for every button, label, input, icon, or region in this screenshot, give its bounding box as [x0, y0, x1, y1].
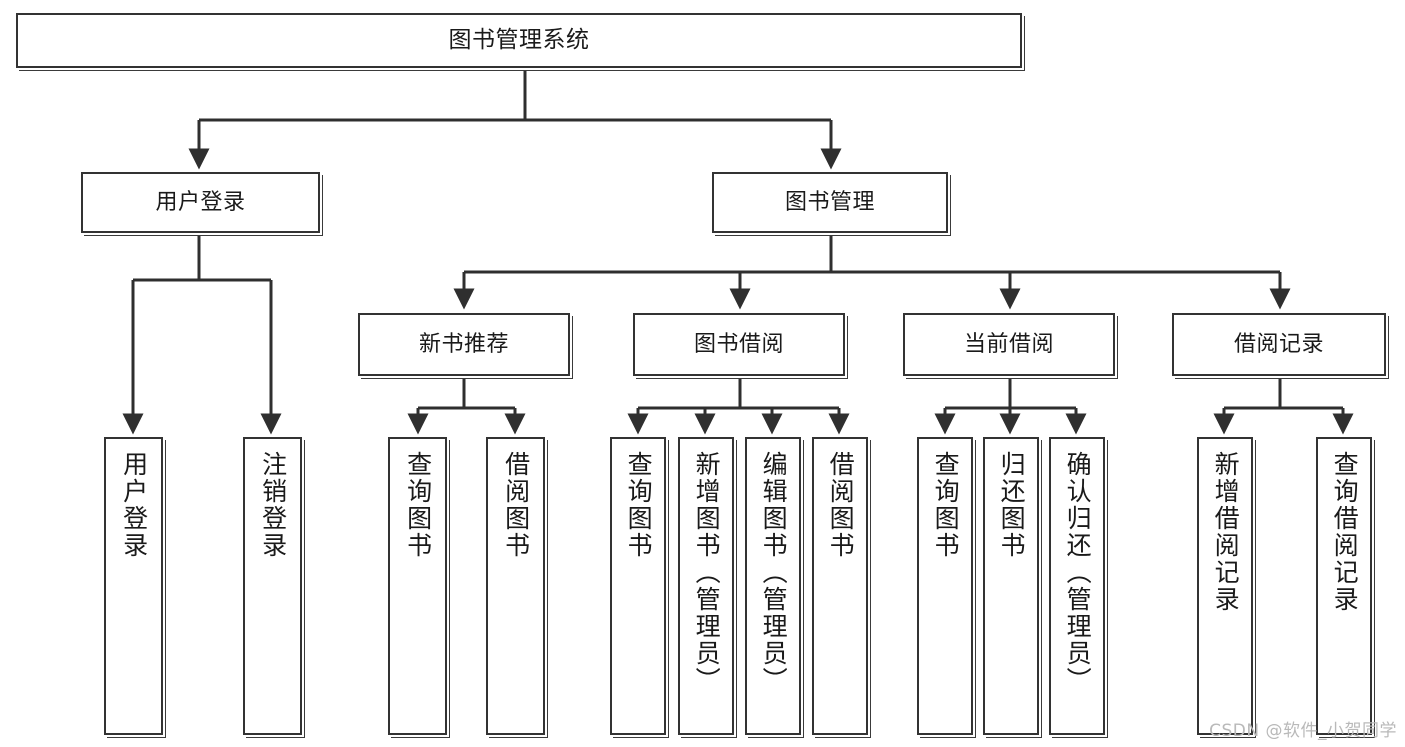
node-book-borrow-label: 图书借阅 [693, 331, 784, 357]
node-leaf-query-book-1-label: 查询图书 [403, 451, 433, 559]
node-new-book-rec-label: 新书推荐 [418, 331, 509, 357]
node-leaf-confirm-return[interactable]: 确认归还（管理员） [1049, 437, 1105, 735]
node-leaf-query-book-2-label: 查询图书 [624, 451, 654, 559]
csdn-watermark: CSDN @软件_小贺同学 [1209, 721, 1397, 741]
node-leaf-query-record-label: 查询借阅记录 [1330, 451, 1360, 613]
node-borrow-record-label: 借阅记录 [1233, 331, 1324, 357]
node-leaf-edit-book[interactable]: 编辑图书（管理员） [745, 437, 801, 735]
node-leaf-borrow-book-1[interactable]: 借阅图书 [486, 437, 545, 735]
node-borrow-record[interactable]: 借阅记录 [1172, 313, 1386, 376]
node-current-borrow[interactable]: 当前借阅 [903, 313, 1115, 376]
node-leaf-user-login[interactable]: 用户登录 [104, 437, 163, 735]
node-user-login[interactable]: 用户登录 [81, 172, 320, 233]
node-leaf-logout-label: 注销登录 [258, 451, 288, 559]
node-leaf-borrow-book-2[interactable]: 借阅图书 [812, 437, 868, 735]
node-leaf-query-book-2[interactable]: 查询图书 [610, 437, 666, 735]
node-root[interactable]: 图书管理系统 [16, 13, 1022, 68]
node-book-manage[interactable]: 图书管理 [712, 172, 948, 233]
node-leaf-edit-book-label: 编辑图书（管理员） [759, 451, 789, 694]
node-book-manage-label: 图书管理 [784, 189, 875, 215]
node-leaf-query-book-1[interactable]: 查询图书 [388, 437, 447, 735]
node-new-book-rec[interactable]: 新书推荐 [358, 313, 570, 376]
node-current-borrow-label: 当前借阅 [963, 331, 1054, 357]
node-leaf-logout[interactable]: 注销登录 [243, 437, 302, 735]
node-leaf-query-book-3-label: 查询图书 [931, 451, 961, 559]
node-leaf-borrow-book-1-label: 借阅图书 [501, 451, 531, 559]
node-leaf-confirm-return-label: 确认归还（管理员） [1063, 451, 1093, 694]
node-book-borrow[interactable]: 图书借阅 [633, 313, 845, 376]
node-leaf-add-record[interactable]: 新增借阅记录 [1197, 437, 1253, 735]
node-leaf-return-book-label: 归还图书 [997, 451, 1027, 559]
node-root-label: 图书管理系统 [448, 26, 590, 53]
node-leaf-query-record[interactable]: 查询借阅记录 [1316, 437, 1372, 735]
node-leaf-query-book-3[interactable]: 查询图书 [917, 437, 973, 735]
node-leaf-user-login-label: 用户登录 [119, 451, 149, 559]
node-leaf-return-book[interactable]: 归还图书 [983, 437, 1039, 735]
node-leaf-add-record-label: 新增借阅记录 [1211, 451, 1241, 613]
node-leaf-add-book-label: 新增图书（管理员） [692, 451, 722, 694]
node-leaf-borrow-book-2-label: 借阅图书 [826, 451, 856, 559]
node-leaf-add-book[interactable]: 新增图书（管理员） [678, 437, 734, 735]
node-user-login-label: 用户登录 [155, 189, 246, 215]
